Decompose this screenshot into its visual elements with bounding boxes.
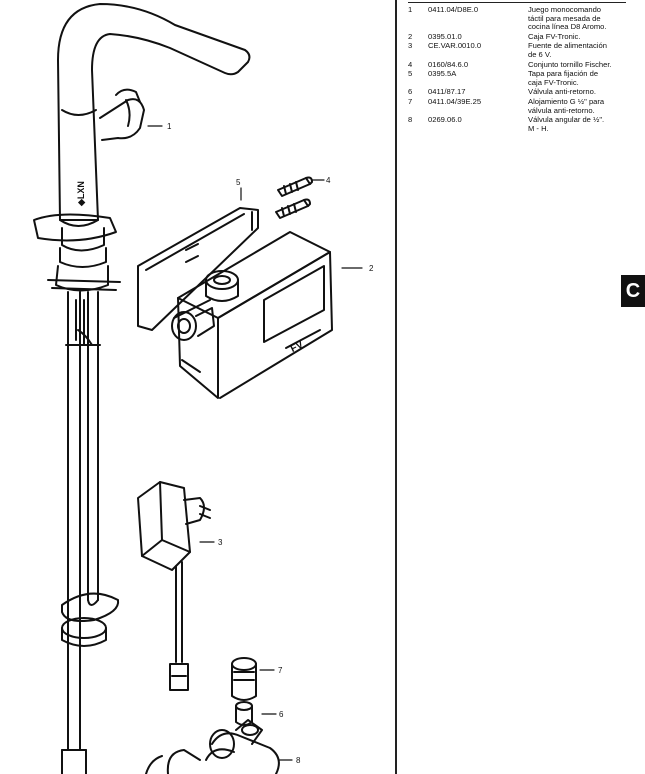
part-number: 5 xyxy=(408,69,413,79)
part-description: Válvula angular de ½". M - H. xyxy=(528,115,605,133)
part-description: Juego monocomando táctil para mesada de … xyxy=(528,5,607,32)
part-number: 1 xyxy=(408,5,413,14)
part-code: 0395.01.0 xyxy=(428,31,462,41)
callout-4: 4 xyxy=(326,176,331,185)
parts-row: 1 0411.04/D8E.0 Juego monocomando táctil… xyxy=(408,5,626,32)
part-number: 7 xyxy=(408,96,413,106)
part-number: 8 xyxy=(408,115,413,125)
faucet-marking-text: ◆LXN xyxy=(76,181,86,207)
callout-1: 1 xyxy=(167,122,172,131)
parts-row: 5 0395.5A Tapa para fijación de caja FV-… xyxy=(408,69,626,87)
part-description: Fuente de alimentación de 6 V. xyxy=(528,41,607,59)
supply-hoses xyxy=(61,291,101,774)
parts-row: 8 0269.06.0 Válvula angular de ½". M - H… xyxy=(408,115,626,133)
faucet-body xyxy=(33,3,251,292)
page-divider xyxy=(395,0,397,774)
power-supply xyxy=(137,481,211,691)
angle-valve xyxy=(145,719,280,774)
part-description: Conjunto tornillo Fischer. xyxy=(528,59,612,69)
part-description: Caja FV-Tronic. xyxy=(528,31,581,41)
callout-7: 7 xyxy=(278,666,283,675)
part-code: 0411.04/39E.25 xyxy=(428,96,482,106)
part-code: 0411.04/D8E.0 xyxy=(428,5,479,14)
part-code: CE.VAR.0010.0 xyxy=(428,41,482,51)
callout-5: 5 xyxy=(236,178,241,187)
callout-6: 6 xyxy=(279,710,284,719)
callout-2: 2 xyxy=(369,264,374,273)
part-number: 3 xyxy=(408,41,413,51)
part-code: 0269.06.0 xyxy=(428,115,462,125)
part-code: 0395.5A xyxy=(428,69,457,79)
part-description: Alojamiento G ½" para válvula anti-retor… xyxy=(528,96,605,115)
part-number: 4 xyxy=(408,59,413,69)
callout-leaders xyxy=(147,125,363,761)
parts-row: 4 0160/84.6.0 Conjunto tornillo Fischer. xyxy=(408,59,626,70)
parts-row: 6 0411/87.17 Válvula anti-retorno. xyxy=(408,88,626,97)
part-code: 0160/84.6.0 xyxy=(428,59,469,69)
mounting-cover xyxy=(137,207,259,331)
control-box xyxy=(171,231,333,399)
parts-list: 1 0411.04/D8E.0 Juego monocomando táctil… xyxy=(408,2,626,133)
parts-row: 7 0411.04/39E.25 Alojamiento G ½" para v… xyxy=(408,96,626,115)
part-description: Válvula anti-retorno. xyxy=(528,87,596,97)
part-code: 0411/87.17 xyxy=(428,87,466,97)
callout-3: 3 xyxy=(218,538,223,547)
check-valve-housing xyxy=(231,657,257,701)
part-description: Tapa para fijación de caja FV-Tronic. xyxy=(528,69,599,87)
mounting-plate xyxy=(61,592,120,647)
callout-8: 8 xyxy=(296,756,301,765)
part-number: 2 xyxy=(408,31,413,41)
control-box-brand: FV xyxy=(289,339,306,355)
exploded-view-drawing: ◆LXN xyxy=(33,3,374,774)
parts-row: 3 CE.VAR.0010.0 Fuente de alimentación d… xyxy=(408,42,626,59)
part-number: 6 xyxy=(408,87,413,97)
screws xyxy=(275,176,313,219)
parts-row: 2 0395.01.0 Caja FV-Tronic. xyxy=(408,31,626,42)
section-tab: C xyxy=(621,275,645,307)
